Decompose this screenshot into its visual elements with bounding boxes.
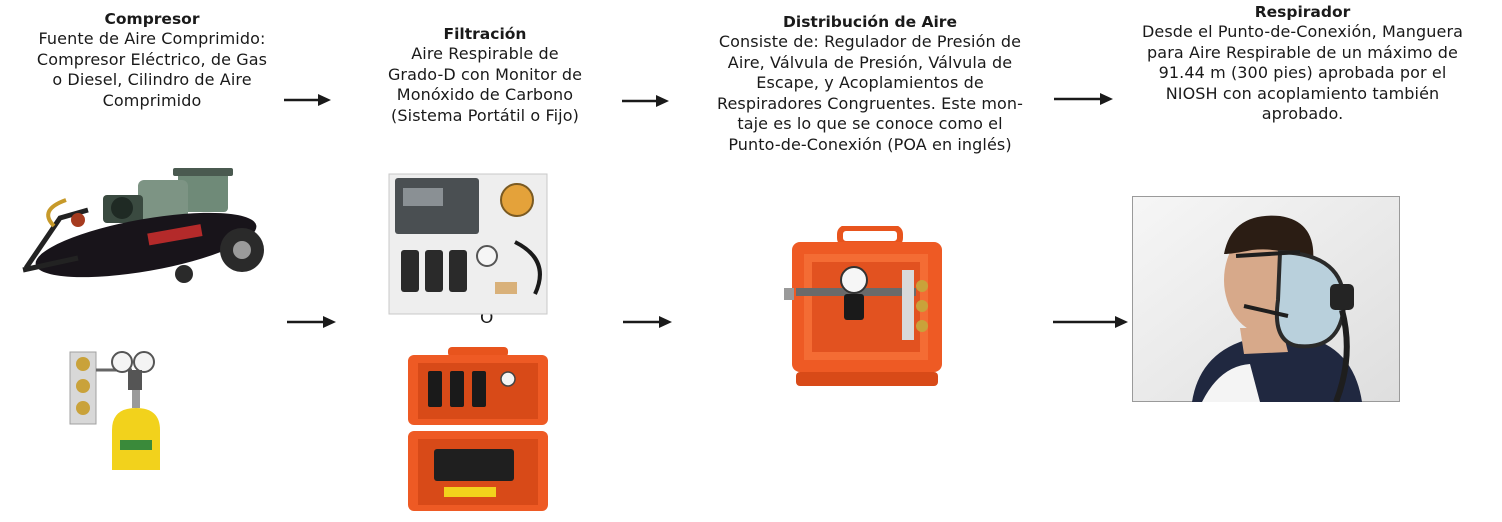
stage-line: Consiste de: Regulador de Presión de	[718, 32, 1022, 51]
stage-line: (Sistema Portátil o Fijo)	[391, 105, 579, 125]
stage-title: Filtración	[443, 25, 527, 43]
arrow-right-icon	[287, 316, 336, 328]
stage-filtracion: Filtración Aire Respirable de Grado-D co…	[352, 24, 618, 126]
stage-title: Compresor	[104, 10, 200, 28]
stage-respirador: Respirador Desde el Punto-de-Conexión, M…	[1105, 2, 1500, 125]
stage-line: 91.44 m (300 pies) aprobada por el	[1158, 63, 1447, 82]
arrow-right-icon	[1054, 93, 1113, 105]
stage-line: Punto-de-Conexión (POA en inglés)	[728, 134, 1012, 154]
arrow-right-icon	[1053, 316, 1128, 328]
portable-filtration-case-image	[408, 347, 548, 511]
stage-line: Compresor Eléctrico, de Gas	[36, 49, 268, 69]
filtration-panel-image	[388, 173, 548, 315]
respirator-worker-image	[1132, 196, 1400, 402]
stage-line: Respiradores Congruentes. Este mon-	[716, 93, 1024, 113]
stage-line: Aire, Válvula de Presión, Válvula de	[727, 52, 1013, 72]
stage-line: Fuente de Aire Comprimido:	[38, 29, 266, 48]
stage-line: Aire Respirable de	[411, 44, 559, 63]
stage-line: Grado-D con Monitor de	[387, 64, 583, 84]
stage-title: Distribución de Aire	[783, 13, 957, 31]
arrow-right-icon	[284, 94, 331, 106]
stage-line: aprobado.	[1261, 104, 1344, 123]
stage-line: o Diesel, Cilindro de Aire	[52, 70, 252, 89]
distribution-case-image	[784, 226, 942, 386]
stage-line: Comprimido	[102, 90, 202, 110]
stage-distribucion: Distribución de Aire Consiste de: Regula…	[675, 12, 1065, 155]
stage-line: Escape, y Acoplamientos de	[756, 73, 984, 92]
air-compressor-image	[22, 168, 264, 283]
arrow-right-icon	[622, 95, 669, 107]
stage-line: Monóxido de Carbono	[396, 85, 574, 104]
stage-line: NIOSH con acoplamiento también	[1165, 83, 1440, 103]
stage-line: para Aire Respirable de un máximo de	[1147, 42, 1458, 62]
air-cylinder-image	[69, 351, 160, 470]
stage-line: Desde el Punto-de-Conexión, Manguera	[1141, 22, 1464, 41]
stage-line: taje es lo que se conoce como el	[737, 114, 1003, 133]
stage-title: Respirador	[1254, 3, 1351, 21]
arrow-right-icon	[623, 316, 672, 328]
stage-compresor: Compresor Fuente de Aire Comprimido: Com…	[2, 9, 302, 111]
